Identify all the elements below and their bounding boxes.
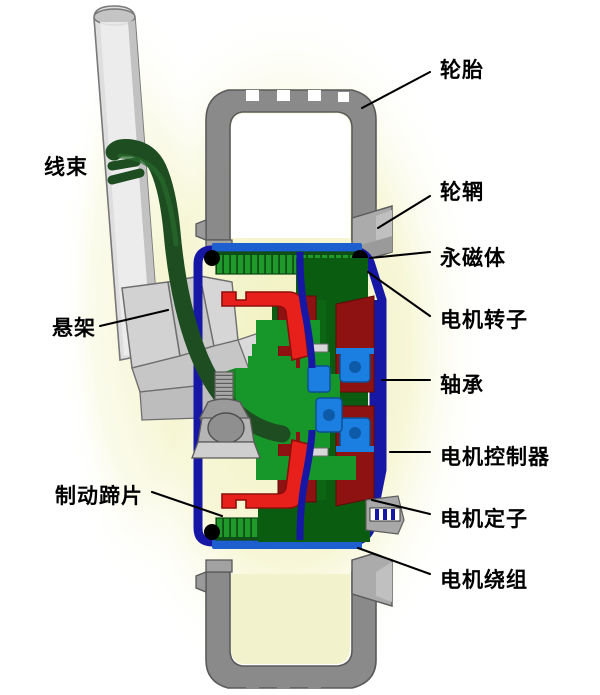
label-motor-stator: 电机定子 xyxy=(440,507,528,531)
label-permanent-magnet: 永磁体 xyxy=(440,246,506,270)
bearings xyxy=(307,343,374,457)
bearing xyxy=(339,417,371,449)
label-brake-shoe: 制动蹄片 xyxy=(55,484,143,508)
bearing xyxy=(307,365,331,393)
leader-rim xyxy=(376,194,432,230)
label-wire-harness: 线束 xyxy=(44,155,88,179)
leader-suspension xyxy=(98,308,170,328)
leader-motor-stator xyxy=(370,498,432,516)
bearing xyxy=(339,351,371,383)
motor-stator xyxy=(224,320,405,535)
leader-brake-shoe xyxy=(150,490,224,518)
winding-terminal-dot xyxy=(204,250,220,266)
brake-hydraulic-lines xyxy=(296,251,316,541)
suspension-strut xyxy=(93,5,161,361)
rim-lower xyxy=(351,553,393,608)
leader-motor-winding xyxy=(356,546,432,576)
leader-lines xyxy=(98,70,432,576)
label-motor-controller: 电机控制器 xyxy=(440,445,550,469)
label-motor-rotor: 电机转子 xyxy=(440,308,528,332)
label-rim: 轮辋 xyxy=(440,180,484,204)
label-tire: 轮胎 xyxy=(440,58,484,82)
stator-terminal-connector xyxy=(365,495,405,535)
tire-upper xyxy=(195,89,377,253)
label-bearing: 轴承 xyxy=(440,373,484,397)
ball-joint xyxy=(191,371,261,459)
bearing xyxy=(315,397,343,433)
tire-lower xyxy=(195,559,377,689)
winding-terminal-dot xyxy=(204,524,220,540)
label-suspension: 悬架 xyxy=(52,316,96,340)
leader-permanent-magnet xyxy=(368,250,432,260)
label-motor-winding: 电机绕组 xyxy=(440,568,528,592)
leader-tire xyxy=(360,70,432,110)
leader-motor-rotor xyxy=(366,270,432,318)
